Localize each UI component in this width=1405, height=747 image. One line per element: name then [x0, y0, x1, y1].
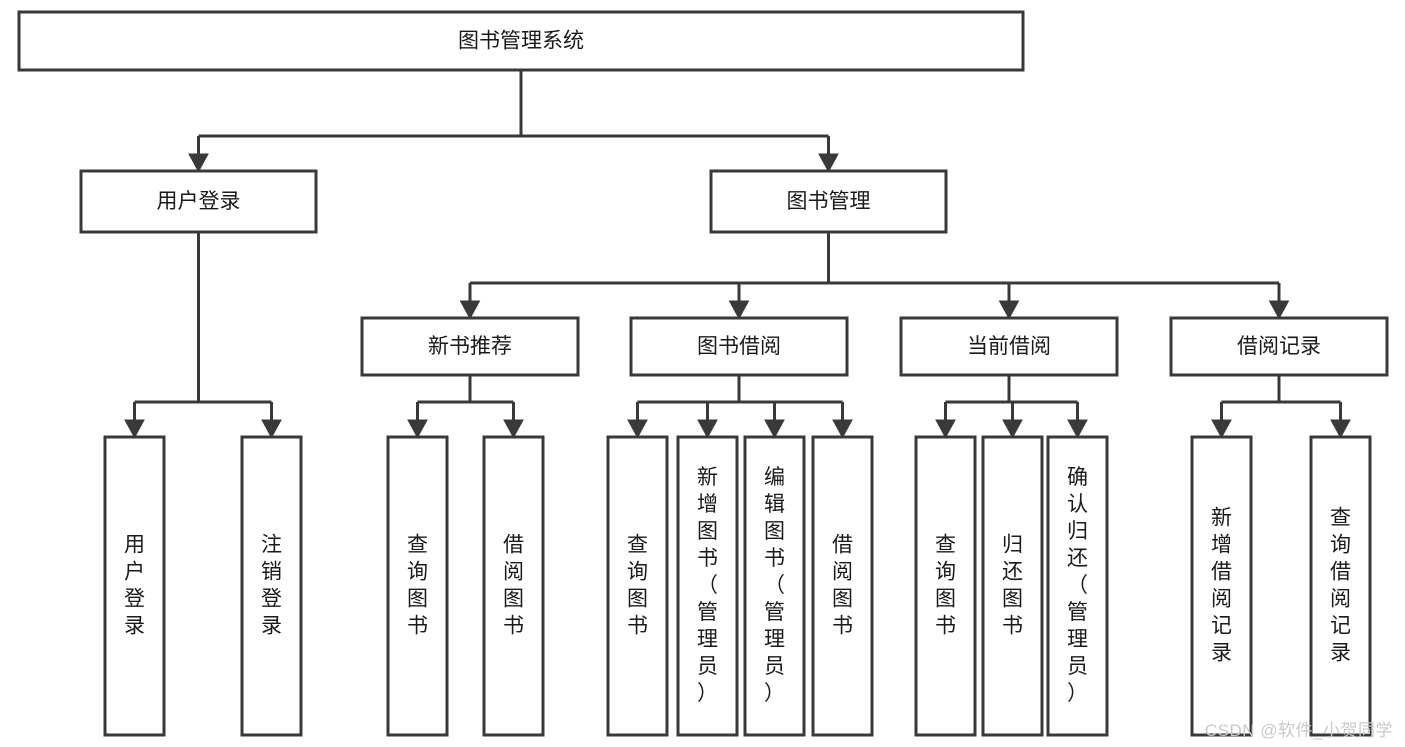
edge-group-root	[188, 70, 839, 173]
node-box-borrow-record	[1169, 316, 1389, 377]
node-box-leaf-query-book-3	[914, 435, 977, 737]
node-box-new-book-recommend	[360, 316, 580, 377]
node-label-book-borrow: 图书借阅	[697, 335, 781, 358]
node-leaf-user-login[interactable]: 用户登录	[103, 435, 166, 737]
node-box-leaf-return-book	[981, 435, 1044, 737]
node-box-user-login	[79, 169, 318, 234]
node-user-login[interactable]: 用户登录	[79, 169, 318, 234]
edge-group-borrow-record	[1211, 375, 1351, 439]
node-book-manage[interactable]: 图书管理	[709, 169, 948, 234]
node-label-user-login: 用户登录	[157, 190, 241, 213]
node-leaf-confirm-return[interactable]: 确认归还（管理员）	[1046, 435, 1109, 737]
node-label-leaf-borrow-book-1: 借阅图书	[503, 533, 524, 637]
node-label-leaf-edit-book: 编辑图书（管理员）	[764, 466, 785, 705]
node-label-leaf-query-borrow-record: 查询借阅记录	[1330, 506, 1351, 664]
node-box-leaf-logout	[240, 435, 303, 737]
node-box-leaf-query-book-1	[386, 435, 449, 737]
node-leaf-borrow-book-1[interactable]: 借阅图书	[482, 435, 545, 737]
edge-group-new-book-recommend	[407, 375, 524, 439]
edge-group-book-borrow	[627, 375, 853, 439]
node-box-leaf-query-book-2	[606, 435, 669, 737]
node-leaf-logout[interactable]: 注销登录	[240, 435, 303, 737]
node-label-leaf-confirm-return: 确认归还（管理员）	[1067, 466, 1088, 705]
node-label-leaf-user-login: 用户登录	[124, 533, 145, 637]
node-new-book-recommend[interactable]: 新书推荐	[360, 316, 580, 377]
edge-group-user-login	[124, 232, 282, 439]
node-box-leaf-edit-book	[743, 435, 806, 737]
node-label-leaf-query-book-3: 查询图书	[935, 533, 956, 637]
node-leaf-query-borrow-record[interactable]: 查询借阅记录	[1309, 435, 1372, 737]
node-box-book-manage	[709, 169, 948, 234]
node-label-leaf-query-book-2: 查询图书	[627, 533, 648, 637]
node-book-borrow[interactable]: 图书借阅	[629, 316, 849, 377]
node-borrow-record[interactable]: 借阅记录	[1169, 316, 1389, 377]
node-box-root	[17, 10, 1025, 72]
node-leaf-borrow-book-2[interactable]: 借阅图书	[811, 435, 874, 737]
node-box-leaf-query-borrow-record	[1309, 435, 1372, 737]
node-box-leaf-borrow-book-2	[811, 435, 874, 737]
edges-layer	[124, 70, 1351, 439]
node-leaf-edit-book[interactable]: 编辑图书（管理员）	[743, 435, 806, 737]
watermark-label: CSDN @软件_小贺同学	[1204, 721, 1393, 740]
node-box-leaf-add-borrow-record	[1190, 435, 1253, 737]
node-box-book-borrow	[629, 316, 849, 377]
node-leaf-add-book[interactable]: 新增图书（管理员）	[676, 435, 739, 737]
node-box-leaf-confirm-return	[1046, 435, 1109, 737]
node-label-leaf-add-borrow-record: 新增借阅记录	[1211, 506, 1232, 664]
node-label-root: 图书管理系统	[458, 30, 584, 53]
node-box-current-borrow	[899, 316, 1119, 377]
node-leaf-add-borrow-record[interactable]: 新增借阅记录	[1190, 435, 1253, 737]
edge-group-current-borrow	[935, 375, 1088, 439]
node-leaf-query-book-3[interactable]: 查询图书	[914, 435, 977, 737]
node-label-borrow-record: 借阅记录	[1237, 335, 1321, 358]
node-label-leaf-logout: 注销登录	[261, 533, 282, 637]
node-box-leaf-borrow-book-1	[482, 435, 545, 737]
node-label-new-book-recommend: 新书推荐	[428, 335, 512, 358]
node-label-current-borrow: 当前借阅	[967, 335, 1051, 358]
node-current-borrow[interactable]: 当前借阅	[899, 316, 1119, 377]
node-root[interactable]: 图书管理系统	[17, 10, 1025, 72]
node-box-leaf-add-book	[676, 435, 739, 737]
nodes-layer: 图书管理系统用户登录图书管理新书推荐图书借阅当前借阅借阅记录用户登录注销登录查询…	[17, 10, 1389, 737]
node-label-leaf-borrow-book-2: 借阅图书	[832, 533, 853, 637]
node-leaf-return-book[interactable]: 归还图书	[981, 435, 1044, 737]
node-leaf-query-book-1[interactable]: 查询图书	[386, 435, 449, 737]
node-box-leaf-user-login	[103, 435, 166, 737]
node-label-leaf-add-book: 新增图书（管理员）	[697, 466, 718, 705]
edge-group-book-manage	[459, 232, 1290, 320]
node-label-book-manage: 图书管理	[787, 190, 871, 213]
node-leaf-query-book-2[interactable]: 查询图书	[606, 435, 669, 737]
node-label-leaf-return-book: 归还图书	[1002, 533, 1023, 637]
node-label-leaf-query-book-1: 查询图书	[407, 533, 428, 637]
